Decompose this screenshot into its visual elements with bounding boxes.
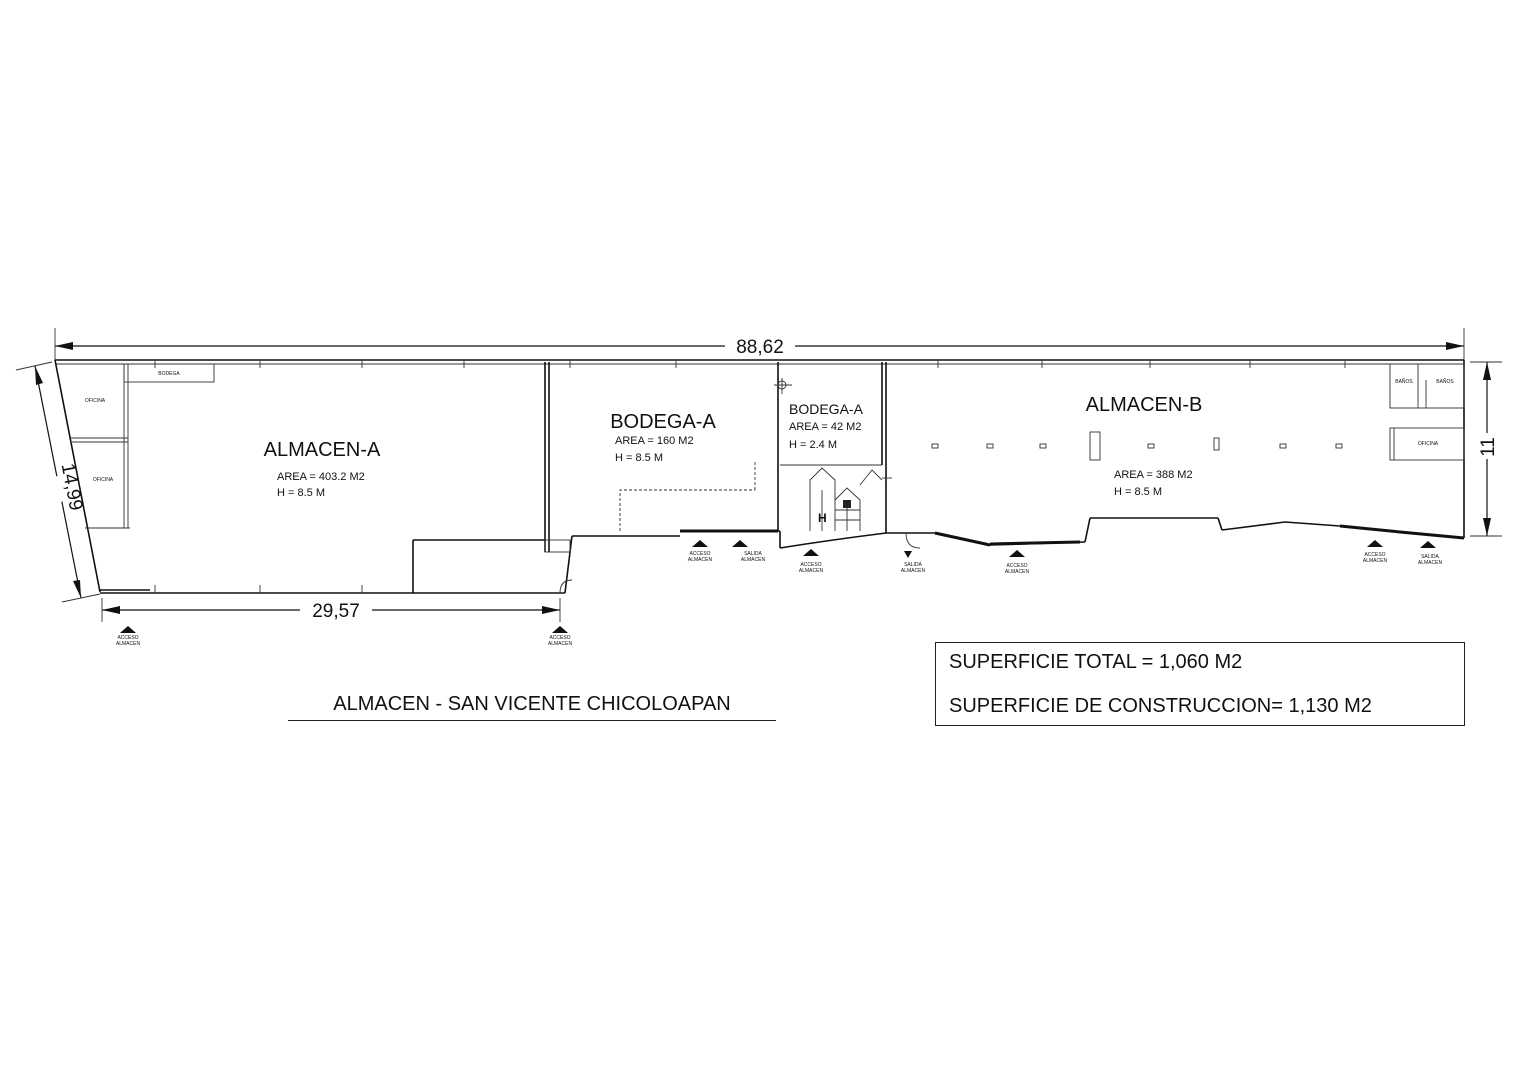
top-column-ticks <box>154 360 1346 368</box>
room-height-almacen-b: H = 8.5 M <box>1114 486 1162 498</box>
interior-walls <box>70 362 1465 593</box>
room-title-bodega-a-small: BODEGA-A <box>789 401 864 417</box>
dimension-left-label: 14,99 <box>57 462 87 513</box>
plan-title: ALMACEN - SAN VICENTE CHICOLOAPAN <box>288 693 776 721</box>
svg-text:ALMACEN: ALMACEN <box>901 568 926 574</box>
superficie-construccion: SUPERFICIE DE CONSTRUCCION= 1,130 M2 <box>949 695 1372 717</box>
dimension-front-label: 29,57 <box>312 601 360 622</box>
room-almacen-a: ALMACEN-A AREA = 403.2 M2 H = 8.5 M <box>264 439 381 499</box>
bodega-top-label: BODEGA <box>158 371 180 377</box>
svg-text:ACCESO: ACCESO <box>689 551 710 557</box>
oficina-label-2: OFICINA <box>93 477 114 483</box>
room-area-bodega-a-large: AREA = 160 M2 <box>615 435 694 447</box>
oficina-right-label: OFICINA <box>1418 441 1439 447</box>
svg-text:H: H <box>818 511 827 525</box>
svg-text:ACCESO: ACCESO <box>1006 563 1027 569</box>
room-area-almacen-a: AREA = 403.2 M2 <box>277 471 365 483</box>
room-bodega-a-large: BODEGA-A AREA = 160 M2 H = 8.5 M <box>610 411 716 464</box>
room-almacen-b: ALMACEN-B AREA = 388 M2 H = 8.5 M <box>1086 394 1203 498</box>
almacen-b-columns <box>931 431 1343 461</box>
bano-label-2: BAÑOS <box>1436 378 1454 385</box>
room-height-bodega-a-small: H = 2.4 M <box>789 439 837 451</box>
access-marker-bodega-2: ACCESO ALMACEN <box>799 549 824 574</box>
access-marker-almacen-b-1: ACCESO ALMACEN <box>1005 550 1030 575</box>
small-room-labels: OFICINA OFICINA BODEGA BAÑOS BAÑOS OFICI… <box>85 371 1455 483</box>
oficina-label-1: OFICINA <box>85 398 106 404</box>
svg-text:ACCESO: ACCESO <box>549 635 570 641</box>
dimension-right-label: 11 <box>1478 437 1499 457</box>
svg-text:SALIDA: SALIDA <box>744 551 762 557</box>
access-marker-almacen-a-2: ACCESO ALMACEN <box>548 626 573 647</box>
svg-text:ALMACEN: ALMACEN <box>116 641 141 647</box>
room-title-bodega-a-large: BODEGA-A <box>610 411 716 433</box>
bottom-column-ticks <box>154 585 363 593</box>
room-bodega-a-small: BODEGA-A AREA = 42 M2 H = 2.4 M <box>789 401 864 451</box>
exit-marker-almacen-b-2: SALIDA ALMACEN <box>1418 541 1443 566</box>
dimension-total-length: 88,62 <box>54 328 1465 362</box>
dimension-total-label: 88,62 <box>736 337 784 358</box>
svg-text:SALIDA: SALIDA <box>1421 554 1439 560</box>
svg-text:ACCESO: ACCESO <box>800 562 821 568</box>
access-marker-almacen-b-2: ACCESO ALMACEN <box>1363 540 1388 564</box>
room-height-bodega-a-large: H = 8.5 M <box>615 452 663 464</box>
bano-label-1: BAÑOS <box>1395 378 1413 385</box>
superficie-total: SUPERFICIE TOTAL = 1,060 M2 <box>949 651 1243 673</box>
access-marker-almacen-a-1: ACCESO ALMACEN <box>116 626 141 647</box>
svg-text:ALMACEN: ALMACEN <box>1005 569 1030 575</box>
room-title-almacen-a: ALMACEN-A <box>264 439 381 461</box>
svg-text:ALMACEN: ALMACEN <box>1363 558 1388 564</box>
svg-text:ALMACEN: ALMACEN <box>741 557 766 563</box>
room-height-almacen-a: H = 8.5 M <box>277 487 325 499</box>
svg-text:SALIDA: SALIDA <box>904 562 922 568</box>
access-marker-bodega-1: ACCESO ALMACEN <box>688 540 713 563</box>
svg-text:ACCESO: ACCESO <box>117 635 138 641</box>
surface-info-box: SUPERFICIE TOTAL = 1,060 M2 SUPERFICIE D… <box>935 642 1465 726</box>
svg-text:ALMACEN: ALMACEN <box>1418 560 1443 566</box>
dock-edges <box>559 524 1465 594</box>
svg-text:ALMACEN: ALMACEN <box>548 641 573 647</box>
room-area-almacen-b: AREA = 388 M2 <box>1114 469 1193 481</box>
svg-text:ACCESO: ACCESO <box>1364 552 1385 558</box>
svg-text:ALMACEN: ALMACEN <box>799 568 824 574</box>
exit-marker-almacen-b: SALIDA ALMACEN <box>901 551 926 574</box>
svg-text:ALMACEN: ALMACEN <box>688 557 713 563</box>
room-area-bodega-a-small: AREA = 42 M2 <box>789 421 861 433</box>
exit-marker-bodega-1: SALIDA ALMACEN <box>732 540 765 563</box>
dimension-right-depth: 11 <box>1470 361 1502 537</box>
stair-symbol: H <box>774 378 892 531</box>
dimension-front-segment: 29,57 <box>101 598 561 622</box>
access-markers: ACCESO ALMACEN ACCESO ALMACEN ACCESO ALM… <box>116 540 1443 647</box>
room-title-almacen-b: ALMACEN-B <box>1086 394 1203 416</box>
